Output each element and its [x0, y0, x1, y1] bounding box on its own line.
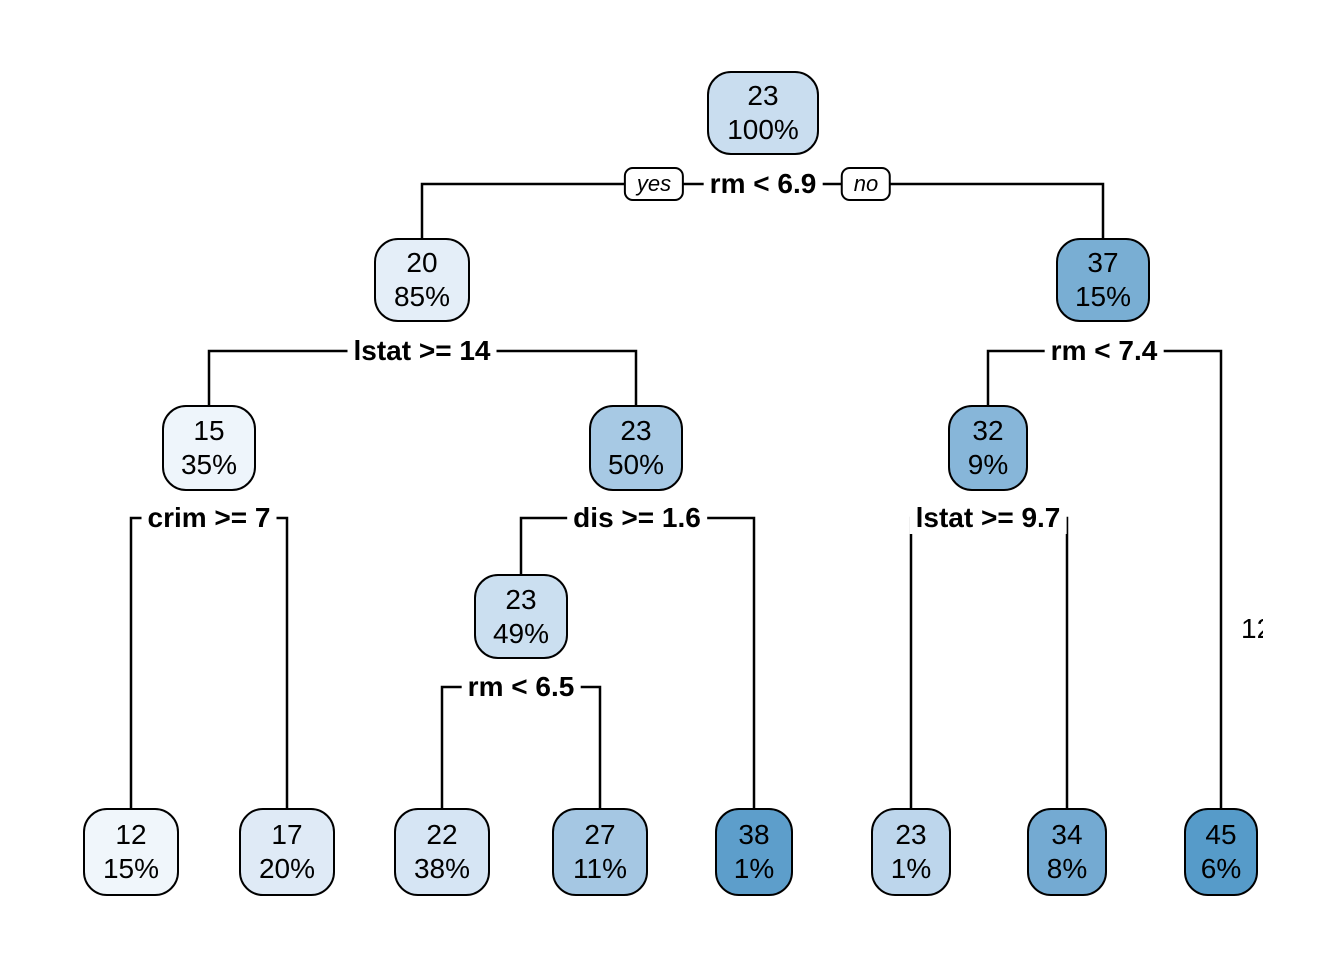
- node-value: 34: [1051, 819, 1083, 850]
- tree-node: 32 9%: [948, 405, 1028, 491]
- split-label-crim-7: crim >= 7: [141, 502, 277, 534]
- tree-node: 15 35%: [162, 405, 256, 491]
- node-value: 23: [895, 819, 927, 850]
- node-percent: 11%: [573, 853, 627, 884]
- branch-label-no: no: [840, 167, 892, 201]
- split-label-rm-7.4: rm < 7.4: [1044, 335, 1164, 367]
- tree-node: 23 49%: [474, 574, 568, 659]
- node-value: 15: [193, 415, 225, 446]
- branch-label-yes: yes: [623, 167, 685, 201]
- clipped-label: 12: [1241, 613, 1263, 644]
- node-percent: 85%: [393, 281, 451, 312]
- tree-leaf: 12 15%: [83, 808, 179, 896]
- edge-crim7-split: [129, 516, 289, 808]
- tree-leaf: 38 1%: [715, 808, 793, 896]
- split-label-lstat-9.7: lstat >= 9.7: [909, 502, 1067, 534]
- node-value: 32: [972, 415, 1004, 446]
- node-percent: 15%: [102, 853, 160, 884]
- edge-dis16-split: [519, 516, 756, 808]
- node-value: 45: [1205, 819, 1237, 850]
- node-value: 20: [406, 247, 438, 278]
- node-percent: 38%: [413, 853, 471, 884]
- node-percent: 9%: [967, 449, 1009, 480]
- tree-leaf: 45 6%: [1184, 808, 1258, 896]
- node-value: 23: [747, 80, 779, 111]
- tree-leaf: 22 38%: [394, 808, 490, 896]
- split-label-rm-6.5: rm < 6.5: [461, 671, 581, 703]
- split-label-lstat-14: lstat >= 14: [347, 335, 497, 367]
- split-label-rm-6.9: rm < 6.9: [703, 168, 823, 200]
- node-value: 17: [271, 819, 303, 850]
- tree-leaf: 17 20%: [239, 808, 335, 896]
- tree-leaf: 34 8%: [1027, 808, 1107, 896]
- node-percent: 8%: [1046, 853, 1088, 884]
- node-value: 22: [426, 819, 458, 850]
- node-percent: 50%: [607, 449, 665, 480]
- node-percent: 1%: [733, 853, 775, 884]
- node-percent: 100%: [727, 114, 799, 145]
- tree-node: 20 85%: [374, 238, 470, 322]
- tree-node: 37 15%: [1056, 238, 1150, 322]
- node-value: 37: [1087, 247, 1119, 278]
- node-percent: 20%: [258, 853, 316, 884]
- node-percent: 6%: [1200, 853, 1242, 884]
- tree-node-root: 23 100%: [707, 71, 819, 155]
- node-value: 27: [584, 819, 616, 850]
- node-value: 12: [115, 819, 147, 850]
- node-value: 38: [738, 819, 770, 850]
- node-value: 23: [505, 583, 537, 615]
- edge-lstat97-split: [909, 516, 1069, 808]
- tree-leaf: 23 1%: [871, 808, 951, 896]
- node-percent: 15%: [1074, 281, 1132, 312]
- tree-node: 23 50%: [589, 405, 683, 491]
- node-percent: 35%: [180, 449, 238, 480]
- node-percent: 1%: [890, 853, 932, 884]
- tree-leaf: 27 11%: [552, 808, 648, 896]
- split-label-dis-1.6: dis >= 1.6: [567, 502, 707, 534]
- node-value: 23: [620, 415, 652, 446]
- node-percent: 49%: [492, 617, 550, 649]
- edge-rm65-split: [440, 685, 602, 808]
